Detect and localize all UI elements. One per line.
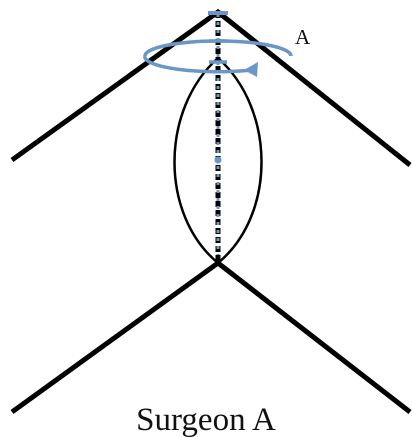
- spindle-outline: [173, 56, 263, 265]
- rotation-arrowhead-icon: [244, 62, 258, 77]
- upper-chevron-line: [10, 8, 412, 167]
- lower-chevron-line: [10, 259, 412, 415]
- diagram-caption: Surgeon A: [136, 402, 276, 437]
- rotation-label: A: [295, 25, 311, 49]
- rotation-ellipse-front: [143, 55, 253, 74]
- axis-center-dot: [214, 156, 222, 164]
